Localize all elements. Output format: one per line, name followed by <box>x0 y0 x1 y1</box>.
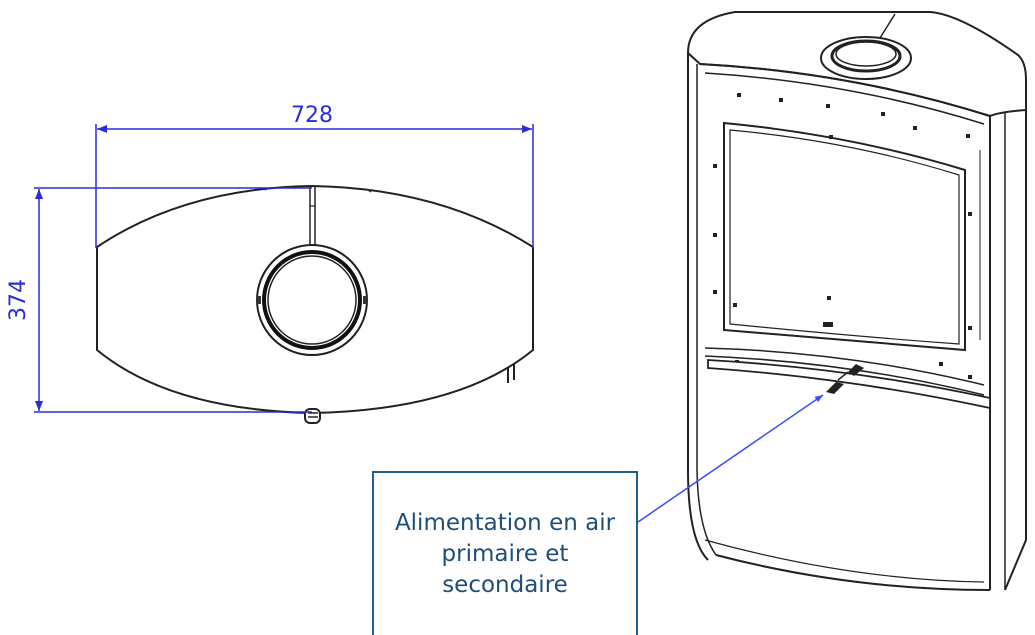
flue-top <box>820 36 912 80</box>
center-seam <box>309 187 316 245</box>
depth-dimension-label: 374 <box>6 279 31 321</box>
callout-label: Alimentation en air primaire et secondai… <box>394 509 616 598</box>
top-view <box>96 184 534 424</box>
stove-air-control-band <box>707 359 991 410</box>
width-dimension-label: 728 <box>291 103 333 128</box>
depth-dimension: 374 <box>6 187 312 413</box>
air-intake-knob <box>304 408 321 424</box>
callout-leader-line <box>637 394 824 523</box>
width-dimension: 728 <box>95 103 534 248</box>
top-view-outline <box>96 184 534 415</box>
air-intake-lever <box>826 364 864 394</box>
stove-perspective-view <box>686 11 1027 591</box>
flue-collar <box>256 244 368 356</box>
callout-box: Alimentation en air primaire et secondai… <box>372 471 638 635</box>
stove-door-glass <box>723 121 966 352</box>
